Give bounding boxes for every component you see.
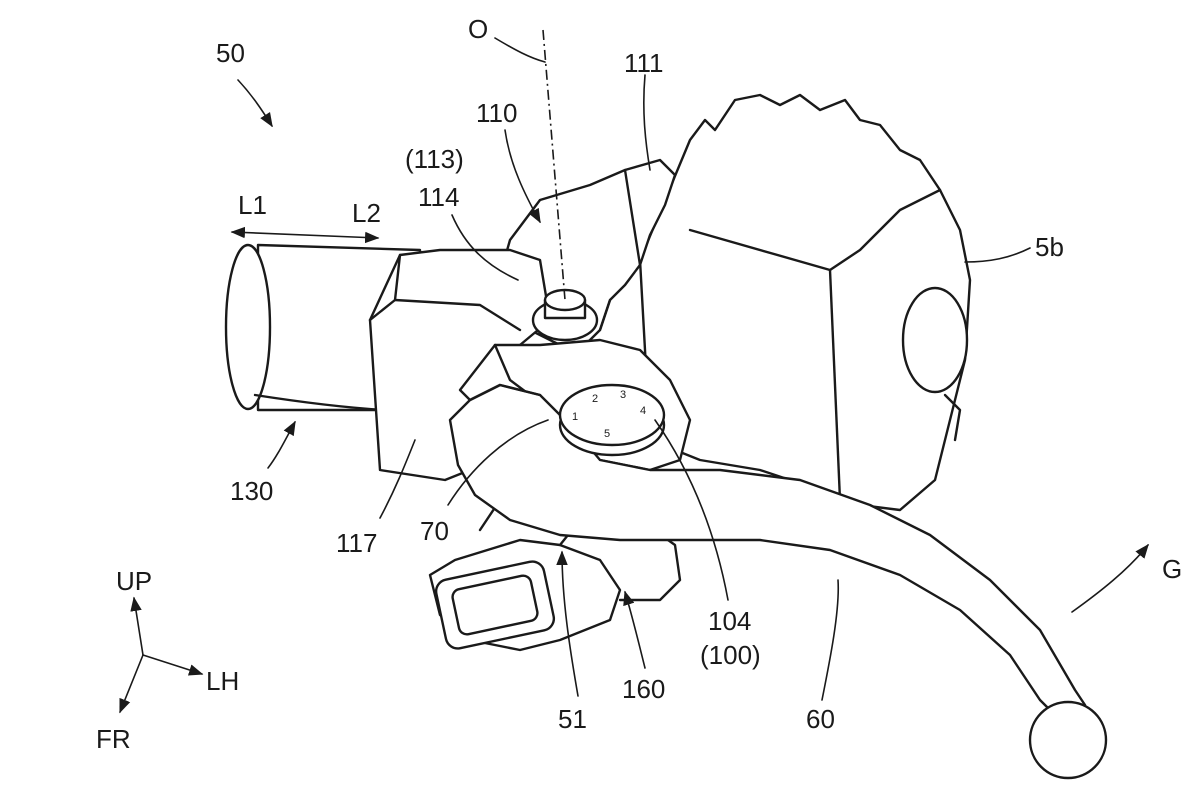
label-part-130: 130 (230, 476, 273, 506)
label-orientation-lh: LH (206, 666, 239, 696)
direction-l1-l2-arrow (230, 226, 380, 244)
dial-number-2: 2 (592, 393, 598, 405)
label-part-104: 104 (708, 606, 751, 636)
assembly-50-arrow (237, 79, 273, 128)
switch-housing-5b (638, 93, 972, 512)
leader-lines (267, 37, 1031, 701)
label-part-60: 60 (806, 704, 835, 734)
dial-number-1: 1 (572, 411, 578, 423)
label-part-114: 114 (418, 182, 459, 212)
up-axis-arrow (130, 596, 144, 656)
pivot-bolt (531, 288, 599, 342)
label-direction-l1: L1 (238, 190, 267, 220)
label-part-51: 51 (558, 704, 587, 734)
fr-axis-arrow (119, 654, 144, 714)
adjuster-dial-104: 1 2 3 4 5 (558, 383, 666, 457)
direction-g-arrow (1071, 543, 1149, 613)
label-part-113: (113) (405, 144, 464, 174)
label-part-117: 117 (336, 528, 377, 558)
dial-number-3: 3 (620, 389, 626, 401)
label-orientation-up: UP (116, 566, 152, 596)
label-part-5b: 5b (1035, 232, 1064, 262)
label-direction-g: G (1162, 554, 1182, 584)
label-direction-l2: L2 (352, 198, 381, 228)
label-part-111: 111 (624, 48, 664, 78)
label-part-110: 110 (476, 98, 517, 128)
dial-number-5: 5 (604, 428, 610, 440)
orientation-indicator (119, 596, 204, 714)
lever-ball-end (1028, 700, 1108, 780)
lh-axis-arrow (142, 654, 204, 676)
switch-knob-hole (901, 286, 969, 394)
label-part-100: (100) (700, 640, 761, 670)
label-orientation-fr: FR (96, 724, 131, 754)
label-assembly-50: 50 (216, 38, 245, 68)
label-axis-o: O (468, 14, 488, 44)
label-part-70: 70 (420, 516, 449, 546)
label-part-160: 160 (622, 674, 665, 704)
axis-o-line (542, 29, 566, 301)
dial-number-4: 4 (640, 405, 646, 417)
